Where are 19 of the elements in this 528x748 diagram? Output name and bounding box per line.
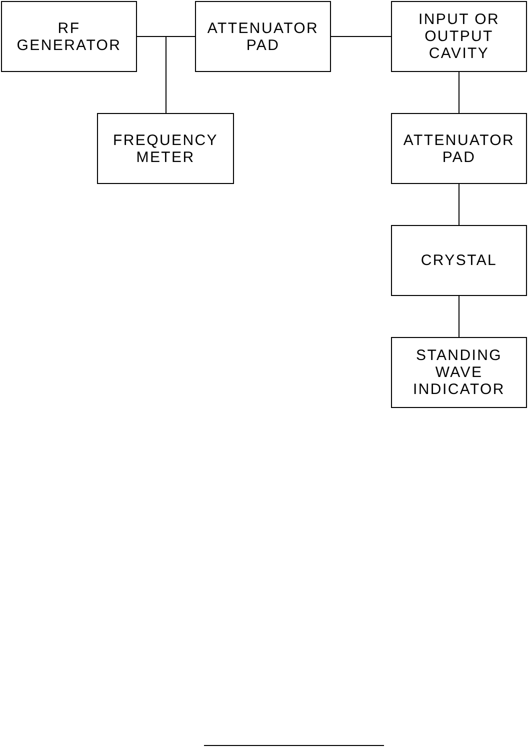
process-box xyxy=(97,113,234,184)
process-box xyxy=(195,1,331,72)
box-label: ATTENUATOR PAD xyxy=(206,20,320,54)
process-box xyxy=(391,337,527,408)
box-label: FREQUENCY METER xyxy=(112,132,219,166)
box-label: ATTENUATOR PAD xyxy=(402,132,516,166)
connector-line xyxy=(458,184,460,226)
connector-line xyxy=(458,72,460,114)
connector-line xyxy=(330,36,392,37)
box-label: INPUT OR OUTPUT CAVITY xyxy=(418,11,500,62)
box-label: STANDING WAVE INDICATOR xyxy=(412,347,506,398)
connector-line xyxy=(458,296,460,338)
process-box xyxy=(1,1,137,72)
process-box xyxy=(391,1,527,72)
process-box xyxy=(391,225,527,296)
box-label: RF GENERATOR xyxy=(16,20,122,54)
connector-line xyxy=(136,36,166,114)
process-box xyxy=(391,113,527,184)
box-label: CRYSTAL xyxy=(420,252,498,269)
